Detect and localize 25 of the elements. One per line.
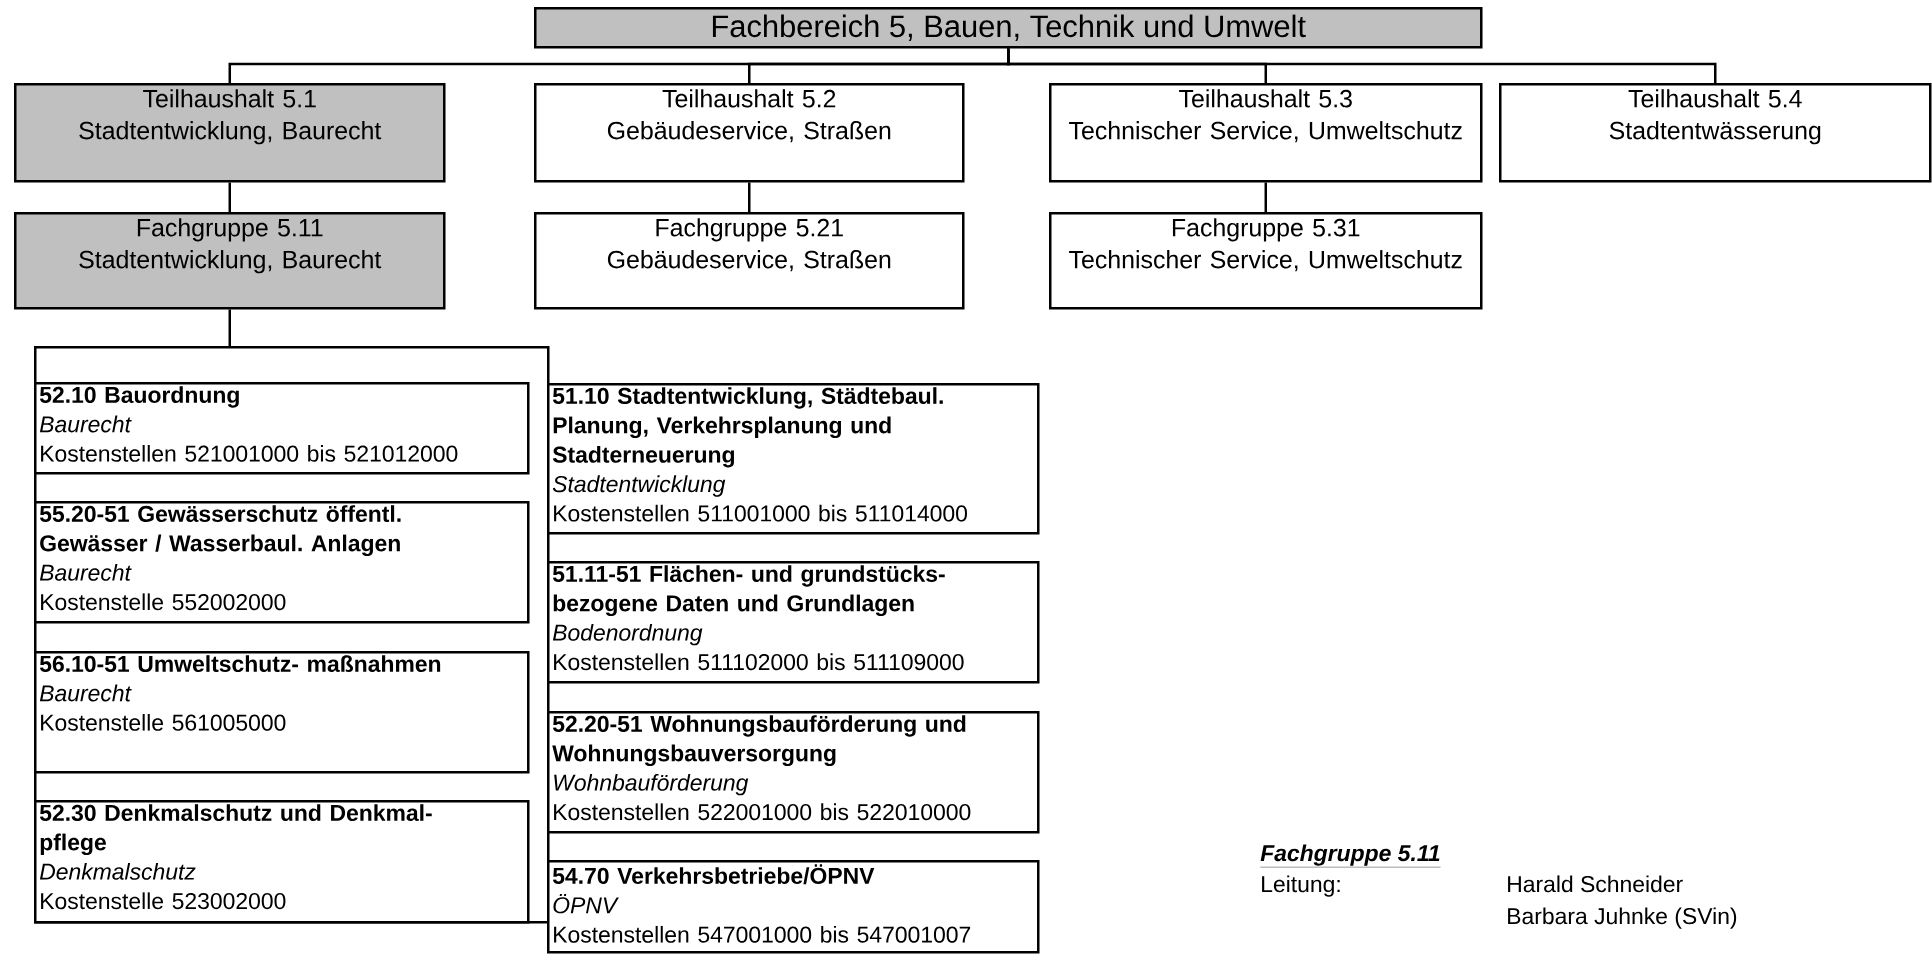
person-name: Harald Schneider [1508,875,1683,893]
connector-line [1264,182,1267,212]
connector-line [228,309,231,346]
title-box: Fachbereich 5, Bauen, Technik und Umwelt [534,7,1483,49]
legend-heading: Fachgruppe 5.11 [1260,844,1441,868]
connector-line [1007,48,1717,83]
cost-center-box: 56.10-51 Umweltschutz- maßnahmen Baurecht Kostenstelle 561005000 [34,651,530,774]
unit-box: Teilhaushalt 5.3 Technischer Service, Umweltschutz [1049,83,1483,183]
connector-line [228,182,231,212]
unit-box: Teilhaushalt 5.1 Stadtentwicklung, Baurecht [14,83,446,183]
unit-box: Teilhaushalt 5.2 Gebäudeservice, Straßen [534,83,965,183]
legend-text: Leitung: [1262,875,1340,897]
unit-box: Fachgruppe 5.11 Stadtentwicklung, Baurecht [14,212,446,310]
cost-center-box: 54.70 Verkehrsbetriebe/ÖPNV ÖPNV Kostenstellen 547001000 bis 547001007 [547,860,1040,954]
cost-center-box: 51.10 Stadtentwicklung, Städtebaul. Planung, Verkehrsplanung und Stadterneuerung Stadtentwicklung Kostenstellen 511001000 bis 511014000 [547,383,1040,535]
cost-center-box: 55.20-51 Gewässerschutz öffentl. Gewässer / Wasserbaul. Anlagen Baurecht Kostenstelle 552002000 [34,501,530,624]
unit-box: Fachgruppe 5.21 Gebäudeservice, Straßen [534,212,965,310]
unit-box: Teilhaushalt 5.4 Stadtentwässerung [1499,83,1932,183]
cost-center-box: 52.10 Bauordnung Baurecht Kostenstellen 521001000 bis 521012000 [34,382,530,475]
connector-line [748,182,751,212]
cost-center-box: 52.30 Denkmalschutz und Denkmal- pflege Denkmalschutz Kostenstelle 523002000 [34,800,530,924]
cost-center-box: 51.11-51 Flächen- und grundstücks- bezogene Daten und Grundlagen Bodenordnung Kostenstellen 511102000 bis 511109000 [547,561,1040,684]
cost-center-box: 52.20-51 Wohnungsbauförderung und Wohnungsbauversorgung Wohnbauförderung Kostenstellen 522001000 bis 522010000 [547,711,1040,834]
unit-box: Fachgruppe 5.31 Technischer Service, Umweltschutz [1049,212,1483,310]
person-name: Barbara Juhnke (SVin) [1508,907,1737,929]
